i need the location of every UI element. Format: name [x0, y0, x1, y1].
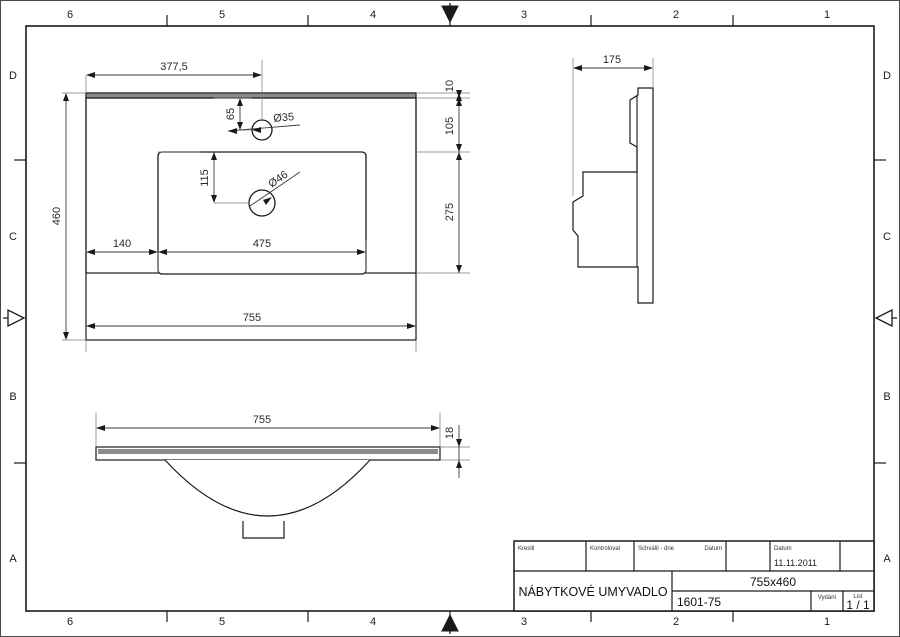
value-date-2: 11.11.2011 — [774, 558, 817, 568]
dim-label-10: 10 — [444, 80, 456, 92]
label-sheet: List — [853, 594, 863, 600]
dim-755-front-view: 755 — [96, 414, 440, 431]
value-product-title: NÁBYTKOVÉ UMYVADLO — [518, 584, 667, 599]
title-block-row1-verticals — [585, 541, 841, 571]
dim-label-460: 460 — [51, 207, 63, 225]
label-edition: Vydání — [818, 595, 837, 601]
zone-label-top-5: 5 — [219, 9, 225, 21]
zone-ruler-right — [874, 159, 886, 464]
front-view-bowl-curve — [164, 459, 371, 517]
title-block: Kreslil Kontroloval Schválil - dne Datum… — [513, 540, 875, 612]
dim-140: 140 — [86, 238, 158, 255]
zone-label-left-C: C — [9, 231, 17, 243]
zone-label-top-4: 4 — [370, 9, 376, 21]
zone-label-bottom-1: 1 — [824, 616, 830, 628]
zone-labels-bottom: 6 5 4 3 2 1 — [67, 616, 830, 628]
title-block-outer — [513, 540, 875, 612]
dim-label-475: 475 — [253, 238, 271, 250]
zone-label-top-1: 1 — [824, 9, 830, 21]
drain-hole-circle — [248, 189, 276, 217]
front-view-slab-shade — [98, 449, 438, 454]
dim-label-755-front-view: 755 — [253, 414, 271, 426]
zone-label-top-2: 2 — [673, 9, 679, 21]
dim-175: 175 — [573, 54, 653, 71]
zone-label-right-D: D — [883, 70, 891, 82]
zone-label-left-A: A — [9, 553, 17, 565]
center-mark-bottom-triangle — [441, 613, 459, 634]
dim-18: 18 — [444, 425, 462, 478]
zone-ruler-left — [14, 159, 26, 464]
center-mark-top-triangle — [441, 3, 459, 24]
label-date-1: Datum — [704, 546, 722, 552]
dim-755-top-view: 755 — [86, 312, 416, 329]
front-view-drain-spigot — [242, 521, 285, 539]
dim-label-105: 105 — [444, 117, 456, 135]
zone-label-left-B: B — [9, 391, 16, 403]
zone-label-bottom-4: 4 — [370, 616, 376, 628]
dim-275: 275 — [444, 152, 462, 273]
dim-label-175: 175 — [603, 54, 621, 66]
label-approved-on: Schválil - dne — [638, 546, 675, 552]
zone-labels-left: D C B A — [9, 70, 17, 565]
dim-115: 115 — [199, 152, 217, 203]
dim-label-115: 115 — [199, 169, 211, 187]
dim-label-140: 140 — [113, 238, 131, 250]
title-block-lower-dividers — [671, 571, 874, 611]
front-view: 755 18 — [95, 412, 470, 539]
zone-labels-right: D C B A — [883, 70, 891, 565]
zone-label-bottom-2: 2 — [673, 616, 679, 628]
value-drawing-number: 1601-75 — [677, 595, 721, 609]
zone-label-right-B: B — [883, 391, 890, 403]
zone-label-bottom-5: 5 — [219, 616, 225, 628]
zone-label-top-6: 6 — [67, 9, 73, 21]
value-sheet: 1 / 1 — [846, 598, 870, 612]
label-checked-by: Kontroloval — [590, 546, 620, 552]
dim-label-18: 18 — [444, 427, 456, 439]
dim-10: 10 — [444, 80, 462, 101]
side-view: 175 — [572, 54, 654, 304]
zone-label-bottom-3: 3 — [521, 616, 527, 628]
zone-labels-top: 6 5 4 3 2 1 — [67, 9, 830, 21]
zone-label-left-D: D — [9, 70, 17, 82]
dim-diameter-35: Ø35 — [227, 111, 301, 134]
dim-377-5: 377,5 — [86, 61, 262, 78]
zone-label-right-C: C — [883, 231, 891, 243]
top-view-back-rim-band — [85, 92, 417, 99]
dim-460: 460 — [51, 93, 69, 340]
top-view: 377,5 65 Ø35 Ø46 115 — [51, 60, 470, 352]
dim-label-755-top-view: 755 — [243, 312, 261, 324]
label-drawn-by: Kreslil — [518, 546, 534, 552]
dim-label-65: 65 — [225, 108, 237, 120]
dim-65: 65 — [225, 98, 243, 130]
center-mark-right-triangle — [874, 308, 897, 328]
zone-label-right-A: A — [883, 553, 891, 565]
value-size: 755x460 — [750, 575, 796, 589]
zone-label-top-3: 3 — [521, 9, 527, 21]
zone-label-bottom-6: 6 — [67, 616, 73, 628]
dim-105: 105 — [444, 98, 462, 152]
center-mark-left-triangle — [3, 308, 26, 328]
dim-stack-right: 10 105 275 — [444, 80, 462, 273]
dim-label-275: 275 — [444, 203, 456, 221]
label-date-2: Datum — [774, 546, 792, 552]
top-view-extension-lines — [62, 60, 470, 352]
front-view-extension-lines — [95, 412, 470, 461]
side-view-profile-outline — [572, 87, 654, 304]
dim-label-diameter-35: Ø35 — [273, 111, 295, 125]
dim-475: 475 — [158, 238, 366, 255]
side-view-extension-lines — [572, 58, 654, 196]
dim-label-377-5: 377,5 — [160, 61, 188, 73]
